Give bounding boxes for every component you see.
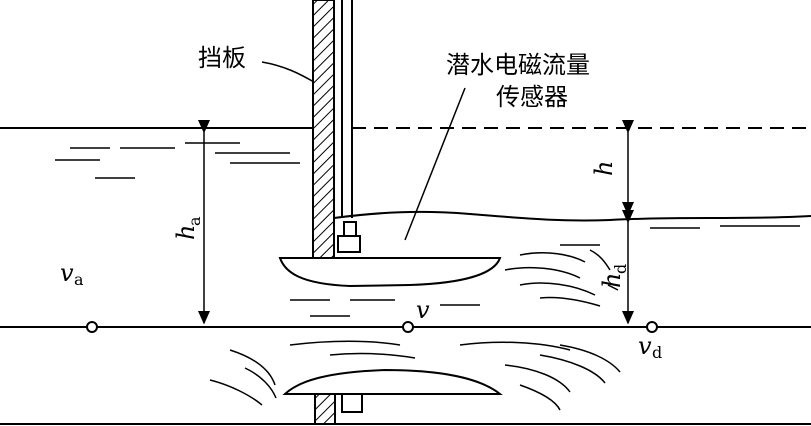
svg-text:d: d <box>611 264 630 274</box>
downstream-water-surface <box>333 210 811 222</box>
connector-plan-view <box>341 394 363 413</box>
sensor-body <box>278 257 502 288</box>
svg-text:v: v <box>638 332 652 360</box>
under-sensor-ripples <box>290 299 480 317</box>
point-va <box>86 321 98 333</box>
sensor-connector <box>337 235 361 253</box>
svg-text:v: v <box>60 259 74 287</box>
svg-text:a: a <box>74 270 84 289</box>
baffle-leader <box>261 61 315 83</box>
baffle-plate <box>312 0 335 259</box>
va-label: v a <box>60 259 84 289</box>
sensor-label-line1: 潜水电磁流量 <box>446 51 590 79</box>
vd-label: v d <box>638 332 662 362</box>
sensor-leader <box>404 87 466 241</box>
turbulence-marks <box>504 244 619 307</box>
svg-text:a: a <box>185 216 204 226</box>
point-vd <box>646 321 658 333</box>
svg-text:h: h <box>590 161 618 176</box>
upstream-ripples <box>55 142 300 179</box>
svg-text:h: h <box>598 273 626 288</box>
hd-label: h d <box>598 264 630 288</box>
sensor-connector-top <box>343 221 357 237</box>
v-label: v <box>416 296 430 324</box>
h-label: h <box>590 161 618 176</box>
svg-text:d: d <box>652 343 662 362</box>
svg-text:h: h <box>172 225 200 240</box>
baffle-plan-view <box>314 393 336 425</box>
point-v <box>402 321 414 333</box>
ha-label: h a <box>172 216 204 240</box>
sensor-label-line2: 传感器 <box>496 83 568 111</box>
baffle-label: 挡板 <box>198 44 246 72</box>
plan-view-swirls <box>209 340 621 411</box>
sensor-plan-view <box>282 368 503 395</box>
